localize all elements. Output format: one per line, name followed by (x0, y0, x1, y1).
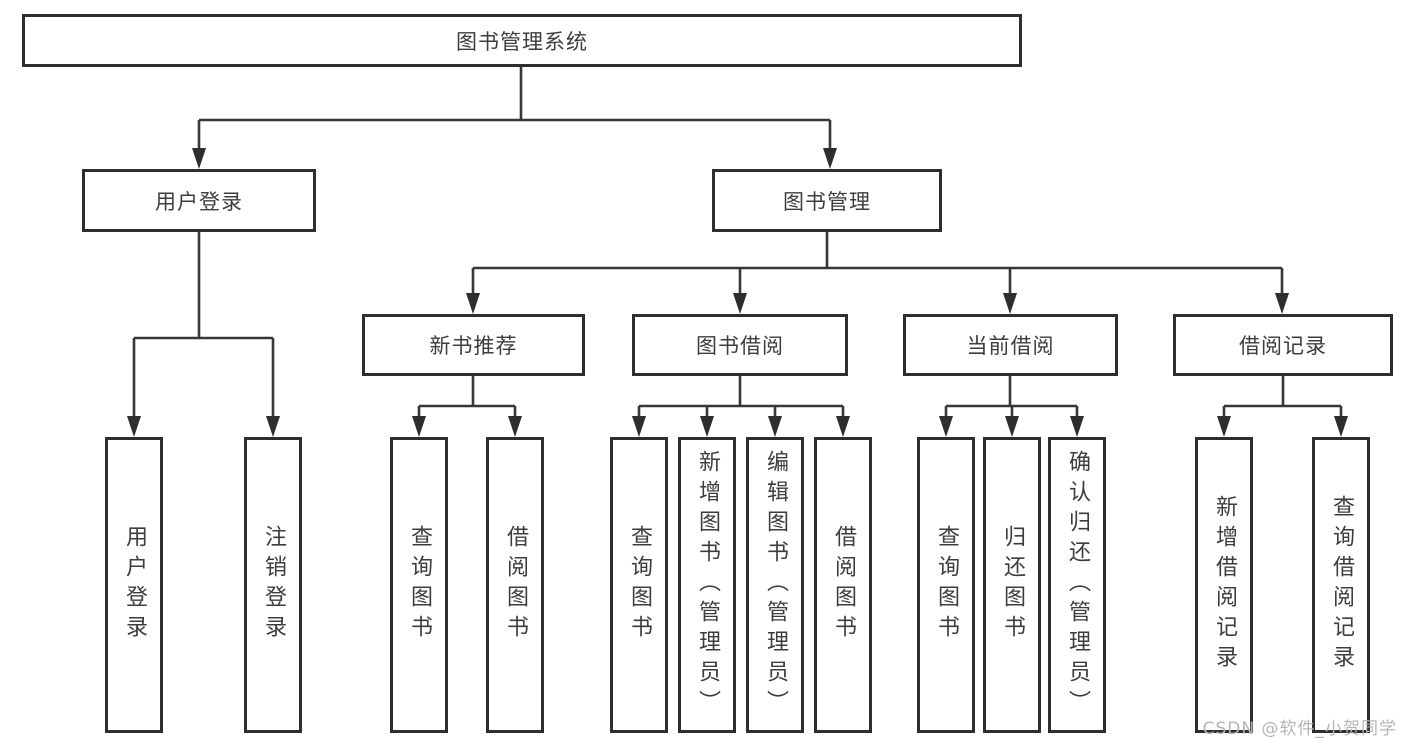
leaf-borrow-books-label: 借阅图书 (831, 525, 856, 645)
leaf-query-borrow-record-label: 查询借阅记录 (1329, 495, 1354, 675)
leaf-recommend-query-books: 查询图书 (390, 437, 448, 733)
leaf-edit-books-admin-label: 编辑图书（管理员） (763, 450, 788, 720)
node-borrow-record-label: 借阅记录 (1239, 334, 1327, 358)
tree-edges (132, 67, 1343, 417)
node-book-borrow: 图书借阅 (632, 314, 848, 376)
leaf-return-books: 归还图书 (983, 437, 1041, 733)
leaf-recommend-query-books-label: 查询图书 (407, 525, 432, 645)
node-current-borrow: 当前借阅 (903, 314, 1118, 376)
arrowheads (127, 148, 1348, 437)
leaf-recommend-borrow-books: 借阅图书 (486, 437, 544, 733)
leaf-recommend-borrow-books-label: 借阅图书 (503, 525, 528, 645)
leaf-current-query-books: 查询图书 (917, 437, 975, 733)
node-book-management-module: 图书管理 (712, 169, 942, 232)
leaf-query-borrow-record: 查询借阅记录 (1312, 437, 1370, 733)
leaf-edit-books-admin: 编辑图书（管理员） (746, 437, 804, 733)
leaf-add-books-admin-label: 新增图书（管理员） (695, 450, 720, 720)
leaf-borrow-query-books: 查询图书 (610, 437, 668, 733)
leaf-logout: 注销登录 (244, 437, 302, 733)
leaf-return-books-label: 归还图书 (1000, 525, 1025, 645)
leaf-confirm-return-admin: 确认归还（管理员） (1048, 437, 1106, 733)
csdn-watermark: CSDN @软件_小贺同学 (1202, 719, 1397, 739)
node-user-login-module-label: 用户登录 (155, 189, 243, 214)
node-root-system: 图书管理系统 (22, 14, 1022, 67)
leaf-add-borrow-record-label: 新增借阅记录 (1212, 495, 1237, 675)
leaf-add-books-admin: 新增图书（管理员） (678, 437, 736, 733)
node-borrow-record: 借阅记录 (1173, 314, 1393, 376)
leaf-borrow-books: 借阅图书 (814, 437, 872, 733)
leaf-add-borrow-record: 新增借阅记录 (1195, 437, 1253, 733)
leaf-user-login-label: 用户登录 (122, 525, 147, 645)
leaf-current-query-books-label: 查询图书 (934, 525, 959, 645)
leaf-confirm-return-admin-label: 确认归还（管理员） (1065, 450, 1090, 720)
node-new-book-recommend-label: 新书推荐 (429, 334, 518, 358)
leaf-logout-label: 注销登录 (261, 525, 286, 645)
node-book-borrow-label: 图书借阅 (696, 334, 784, 358)
node-book-management-module-label: 图书管理 (783, 189, 871, 214)
leaf-user-login: 用户登录 (105, 437, 163, 733)
leaf-borrow-query-books-label: 查询图书 (627, 525, 652, 645)
node-current-borrow-label: 当前借阅 (966, 334, 1055, 358)
node-new-book-recommend: 新书推荐 (362, 314, 585, 376)
node-root-system-label: 图书管理系统 (456, 29, 588, 54)
node-user-login-module: 用户登录 (82, 169, 316, 232)
